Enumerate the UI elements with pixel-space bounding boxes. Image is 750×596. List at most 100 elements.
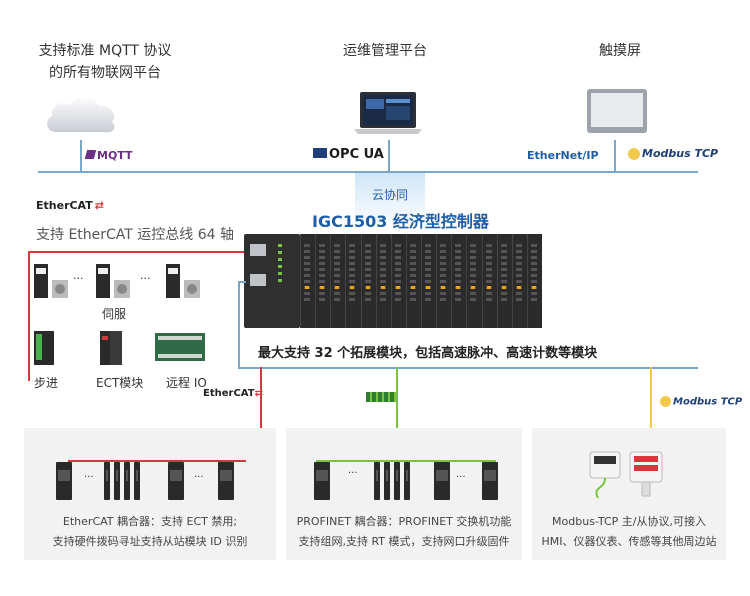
cloud-sync-band bbox=[355, 173, 425, 229]
mqtt-icon bbox=[84, 150, 97, 159]
ethercat-axis-note: 支持 EtherCAT 运控总线 64 轴 bbox=[36, 227, 235, 243]
ethercat-coupler-2 bbox=[168, 462, 184, 500]
expansion-slot bbox=[466, 234, 482, 328]
ethercat-coupler-1 bbox=[56, 462, 72, 500]
ethernetip-connector bbox=[614, 140, 616, 172]
io-module-b2 bbox=[384, 462, 390, 500]
mqtt-platform-label: 支持标准 MQTT 协议 的所有物联网平台 bbox=[30, 40, 180, 84]
ethercat-coupler-panel: ··· ··· EtherCAT 耦合器：支持 ECT 禁用; 支持硬件拨码寻址… bbox=[24, 428, 276, 560]
controller-title: IGC1503 经济型控制器 bbox=[312, 212, 489, 231]
expansion-slot bbox=[345, 234, 361, 328]
ethernet-bus-line bbox=[38, 171, 698, 173]
ethernet-port-1 bbox=[250, 244, 266, 256]
modbus-panel-line1: Modbus-TCP 主/从协议,可接入 bbox=[552, 515, 706, 528]
sensor-1-icon bbox=[589, 451, 621, 499]
ethercat-panel-line1: EtherCAT 耦合器：支持 ECT 禁用; bbox=[62, 515, 238, 528]
modbus-tcp-logo-bottom: Modbus TCP bbox=[660, 396, 742, 408]
ethercat-arrow-icon: ⇄ bbox=[94, 199, 104, 212]
touchscreen-label: 触摸屏 bbox=[599, 43, 641, 59]
profinet-panel-text: PROFINET 耦合器：PROFINET 交换机功能 支持组网,支持 RT 模… bbox=[286, 512, 522, 552]
modbus-drop bbox=[650, 367, 652, 429]
ethernetip-logo: EtherNet/IP bbox=[527, 149, 599, 162]
profinet-coupler-3 bbox=[482, 462, 498, 500]
profinet-panel-ellipsis-1: ··· bbox=[348, 468, 358, 479]
expansion-slot bbox=[481, 234, 497, 328]
expansion-slot bbox=[375, 234, 391, 328]
cloud-icon bbox=[47, 96, 115, 133]
modbus-panel-text: Modbus-TCP 主/从协议,可接入 HMI、仪器仪表、传感等其他周边站 bbox=[532, 512, 726, 552]
stepper-driver-icon bbox=[34, 331, 54, 365]
io-module-a4 bbox=[134, 462, 140, 500]
io-module-b3 bbox=[394, 462, 400, 500]
io-module-b1 bbox=[374, 462, 380, 500]
expansion-slot bbox=[421, 234, 437, 328]
laptop-icon bbox=[354, 92, 422, 134]
profinet-coupler-2 bbox=[434, 462, 450, 500]
profinet-drop bbox=[396, 367, 398, 429]
io-module-a1 bbox=[104, 462, 110, 500]
expansion-slot bbox=[496, 234, 512, 328]
profinet-panel-line2: 支持组网,支持 RT 模式，支持网口升级固件 bbox=[298, 535, 510, 548]
expansion-slot bbox=[405, 234, 421, 328]
ethercat-red-line bbox=[28, 251, 250, 253]
ethercat-arrow-icon-bottom: ⇄ bbox=[254, 388, 263, 399]
opcua-connector bbox=[388, 140, 390, 172]
expansion-slot bbox=[300, 234, 316, 328]
ethercat-coupler-3 bbox=[218, 462, 234, 500]
mqtt-connector bbox=[80, 140, 82, 172]
profinet-panel-green-line bbox=[316, 460, 496, 462]
profinet-coupler-panel: ··· ··· PROFINET 耦合器：PROFINET 交换机功能 支持组网… bbox=[286, 428, 522, 560]
ethercat-panel-ellipsis-1: ··· bbox=[84, 472, 94, 483]
profinet-coupler-1 bbox=[314, 462, 330, 500]
expansion-slot bbox=[315, 234, 331, 328]
mqtt-platform-line2: 的所有物联网平台 bbox=[49, 65, 161, 81]
expansion-slot bbox=[330, 234, 346, 328]
ethercat-panel-red-line bbox=[68, 460, 246, 462]
touchscreen-icon bbox=[587, 89, 647, 133]
modbus-tcp-logo-top: Modbus TCP bbox=[628, 147, 718, 160]
servo-ellipsis-2: ··· bbox=[140, 272, 151, 285]
servo-drive-3 bbox=[166, 264, 200, 298]
expansion-slot bbox=[390, 234, 406, 328]
ethercat-red-drop-left bbox=[28, 251, 30, 381]
ect-module-label: ECT模块 bbox=[96, 376, 144, 390]
profinet-panel-ellipsis-2: ··· bbox=[456, 472, 466, 483]
servo-drive-1 bbox=[34, 264, 68, 298]
ethercat-logo-top: EtherCAT⇄ bbox=[36, 199, 104, 212]
io-module-b4 bbox=[404, 462, 410, 500]
ethercat-logo-bottom: EtherCAT⇄ bbox=[203, 388, 263, 399]
sensor-2-icon bbox=[629, 451, 663, 497]
ethernet-port-2 bbox=[250, 274, 266, 286]
status-leds bbox=[278, 244, 282, 284]
remote-io-label: 远程 IO bbox=[166, 376, 207, 390]
servo-drive-2 bbox=[96, 264, 130, 298]
servo-label: 伺服 bbox=[101, 307, 126, 321]
opcua-logo: OPC UA bbox=[313, 147, 384, 162]
controller-blue-link bbox=[238, 281, 246, 283]
igc1503-controller bbox=[244, 234, 542, 328]
stepper-label: 步进 bbox=[34, 376, 59, 390]
servo-ellipsis-1: ··· bbox=[73, 272, 84, 285]
expansion-slot bbox=[436, 234, 452, 328]
ect-module-icon bbox=[100, 331, 122, 365]
modbus-icon-bottom bbox=[660, 396, 671, 407]
controller-blue-drop bbox=[238, 281, 240, 367]
modbus-panel: Modbus-TCP 主/从协议,可接入 HMI、仪器仪表、传感等其他周边站 bbox=[532, 428, 726, 560]
modbus-panel-line2: HMI、仪器仪表、传感等其他周边站 bbox=[541, 535, 717, 548]
modbus-icon bbox=[628, 148, 640, 160]
profinet-panel-line1: PROFINET 耦合器：PROFINET 交换机功能 bbox=[296, 515, 512, 528]
expansion-bus-line bbox=[238, 367, 698, 369]
opc-icon bbox=[313, 148, 327, 158]
controller-expansion-note: 最大支持 32 个拓展模块，包括高速脉冲、高速计数等模块 bbox=[258, 346, 598, 361]
controller-cpu bbox=[244, 234, 300, 328]
remote-io-icon bbox=[155, 333, 205, 361]
expansion-slot bbox=[526, 234, 542, 328]
ethercat-panel-ellipsis-2: ··· bbox=[194, 472, 204, 483]
profinet-logo bbox=[366, 392, 396, 402]
io-module-a3 bbox=[124, 462, 130, 500]
ethercat-panel-text: EtherCAT 耦合器：支持 ECT 禁用; 支持硬件拨码寻址支持从站模块 I… bbox=[24, 512, 276, 552]
ethercat-drop-bottom bbox=[260, 367, 262, 429]
expansion-modules bbox=[300, 234, 542, 328]
mqtt-logo: MQTT bbox=[84, 149, 133, 162]
mqtt-platform-line1: 支持标准 MQTT 协议 bbox=[38, 43, 172, 59]
